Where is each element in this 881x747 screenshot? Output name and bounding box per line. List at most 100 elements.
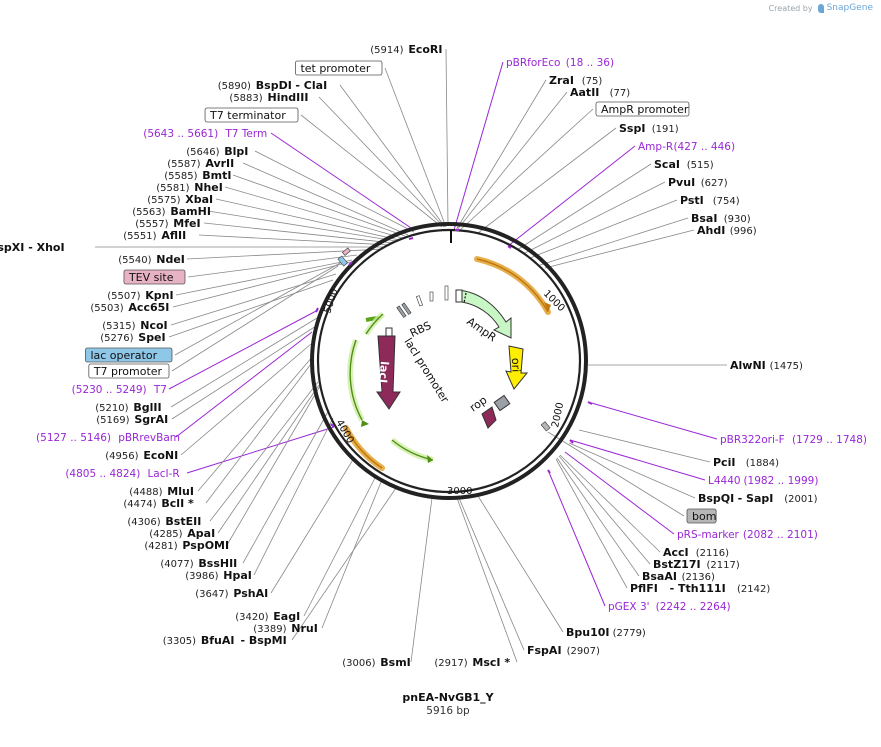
leader-acc65i bbox=[172, 261, 351, 308]
site-name-ahdi: AhdI bbox=[697, 224, 725, 237]
site-name-bpu10i: Bpu10I bbox=[566, 626, 610, 639]
site-pos-aatii: (77) bbox=[610, 88, 631, 99]
feature-box-tet-promoter bbox=[295, 60, 383, 76]
site-name-bmti: BmtI bbox=[202, 169, 231, 182]
leader-bfuai bbox=[291, 487, 397, 641]
primer-pgex-3-range: (2242 .. 2264) bbox=[656, 601, 731, 613]
label-leader-lines bbox=[95, 48, 727, 663]
feature-box-t7-terminator bbox=[204, 107, 299, 123]
site-name-xbai: XbaI bbox=[185, 193, 213, 206]
site-pos-pcii: (1884) bbox=[746, 458, 779, 469]
site-pos-acci: (2116) bbox=[696, 548, 729, 559]
site-name-bsmi: BsmI bbox=[380, 656, 411, 669]
leader-bom bbox=[547, 431, 685, 517]
leader-pgex-3 bbox=[547, 469, 606, 607]
feature-label-t7-terminator: T7 terminator bbox=[209, 109, 286, 122]
site-name-hindiii: HindIII bbox=[267, 91, 308, 104]
site-name-psti: PstI bbox=[680, 194, 704, 207]
leader-bspdi bbox=[339, 84, 446, 228]
site-name-mlui: MluI bbox=[167, 485, 194, 498]
leader-nhei bbox=[224, 186, 403, 239]
site-pos-bfuai: (3305) bbox=[163, 636, 196, 647]
leader-spei bbox=[168, 279, 334, 338]
feature-label-ampr-promoter: AmpR promoter bbox=[601, 103, 689, 116]
site-name-blpi: BlpI bbox=[224, 145, 248, 158]
leader-pbrrevbam bbox=[175, 331, 313, 438]
leader-bpu10i bbox=[477, 495, 564, 633]
leader-amp-r bbox=[507, 145, 636, 247]
leader-mlui bbox=[197, 355, 314, 492]
site-pos-pspomi: (4281) bbox=[144, 541, 177, 552]
primer-laci-r-range: (4805 .. 4824) bbox=[65, 468, 140, 480]
site-pos-xbai: (5575) bbox=[147, 195, 180, 206]
site-pos-mfei: (5557) bbox=[135, 219, 168, 230]
leader-acci bbox=[559, 454, 661, 553]
leader-bamhi bbox=[207, 210, 397, 242]
site-name-bsaai: BsaAI bbox=[642, 570, 677, 583]
site-name-pspomi: PspOMI bbox=[182, 539, 229, 552]
leader-bmti bbox=[232, 174, 406, 237]
feature-label-lac-operator: lac operator bbox=[90, 349, 157, 362]
site-name-scai: ScaI bbox=[654, 158, 680, 171]
leader-ndei bbox=[186, 248, 384, 260]
site-extra-bspqi: - SapI bbox=[738, 492, 774, 505]
leader-pshai bbox=[270, 457, 355, 594]
site-name-alwni: AlwNI bbox=[730, 359, 766, 372]
site-name-ncoi: NcoI bbox=[140, 319, 167, 332]
primer-marks bbox=[315, 229, 593, 474]
ori-label: ori bbox=[509, 358, 522, 373]
leader-pflfi bbox=[555, 458, 628, 589]
site-pos-apai: (4285) bbox=[149, 529, 182, 540]
site-name-bcli: BclI * bbox=[161, 497, 194, 510]
primer-amp-r-range: (427 .. 446) bbox=[673, 141, 735, 153]
site-pos-sgrai: (5169) bbox=[96, 415, 129, 426]
tick-2000: 2000 bbox=[550, 401, 566, 428]
leader-blpi bbox=[254, 150, 415, 233]
site-pos-nrui: (3389) bbox=[253, 624, 286, 635]
primer-t7: T7 bbox=[153, 384, 167, 396]
site-name-econi: EcoNI bbox=[143, 449, 178, 462]
site-name-nrui: NruI bbox=[291, 622, 318, 635]
leader-pcii bbox=[578, 429, 711, 463]
credit-brand: SnapGene bbox=[826, 3, 873, 13]
leader-scai bbox=[516, 163, 652, 251]
site-pos-nhei: (5581) bbox=[156, 183, 189, 194]
site-pos-avrii: (5587) bbox=[167, 159, 200, 170]
leader-bsai bbox=[539, 217, 689, 266]
rop-arrow bbox=[481, 394, 511, 429]
primer-l4440-range: (1982 .. 1999) bbox=[743, 475, 818, 487]
primer-laci-r: LacI-R bbox=[147, 468, 179, 480]
leader-bsmi bbox=[410, 497, 433, 663]
feature-label-tet-promoter: tet promoter bbox=[300, 62, 370, 75]
laci-promoter-label: lacI promoter bbox=[401, 336, 451, 406]
site-name-pcii: PciI bbox=[713, 456, 735, 469]
feature-box-ampr-promoter bbox=[595, 101, 690, 117]
map-size: 5916 bp bbox=[426, 705, 470, 717]
site-pos-pflfi: (2142) bbox=[737, 584, 770, 595]
site-pos-zrai: (75) bbox=[582, 76, 603, 87]
site-pos-bspdi: (5890) bbox=[218, 81, 251, 92]
snapgene-credit: Created by SnapGene bbox=[769, 3, 873, 13]
site-name-pvui: PvuI bbox=[668, 176, 695, 189]
site-pos-ahdi: (996) bbox=[730, 226, 757, 237]
leader-bcli bbox=[205, 359, 315, 504]
primer-pbrrevbam: pBRrevBam bbox=[118, 432, 180, 444]
site-name-nhei: NheI bbox=[194, 181, 223, 194]
site-pos-spei: (5276) bbox=[100, 333, 133, 344]
leader-t7-terminator bbox=[300, 114, 443, 228]
site-pos-blpi: (5646) bbox=[186, 147, 219, 158]
primer-pbrrevbam-range: (5127 .. 5146) bbox=[36, 432, 111, 444]
leader-prs-marker bbox=[564, 451, 675, 535]
leader-lac-operator bbox=[174, 261, 343, 356]
primer-t7-range: (5230 .. 5249) bbox=[72, 384, 147, 396]
leader-t7 bbox=[168, 309, 319, 390]
site-name-bfuai: BfuAI bbox=[201, 634, 235, 647]
site-name-kpni: KpnI bbox=[145, 289, 173, 302]
site-pos-bspqi: (2001) bbox=[784, 494, 817, 505]
site-pos-kpni: (5507) bbox=[107, 291, 140, 302]
primer-pbrforeco-range: (18 .. 36) bbox=[566, 57, 614, 69]
leader-psti bbox=[529, 199, 678, 259]
site-name-bglii: BglII bbox=[133, 401, 161, 414]
plasmid-backbone bbox=[310, 222, 588, 500]
site-name-bspdi: BspDI bbox=[256, 79, 292, 92]
